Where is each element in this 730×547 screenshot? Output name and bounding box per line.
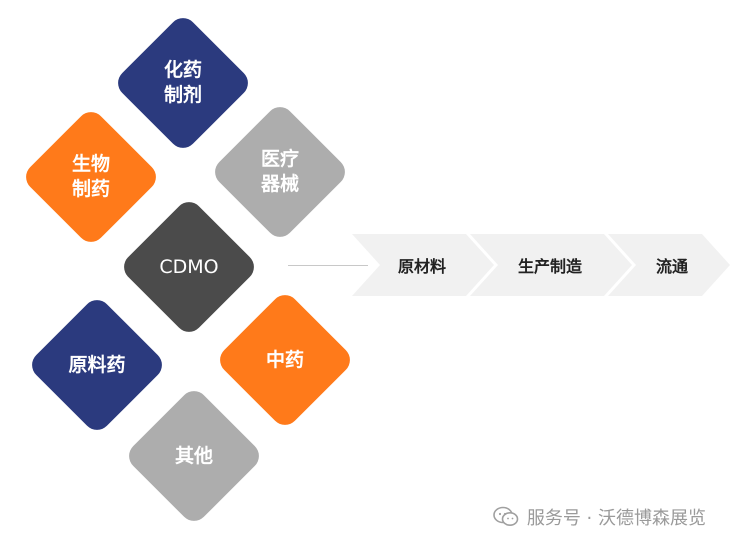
- watermark: 服务号 · 沃德博森展览: [493, 504, 706, 530]
- connector-line: [288, 265, 368, 266]
- chevron-step-1: [352, 234, 494, 296]
- chevron-step-2: [470, 234, 632, 296]
- wechat-icon: [493, 506, 519, 528]
- watermark-text: 服务号 · 沃德博森展览: [526, 508, 706, 529]
- chain-step-label: 流通: [655, 257, 689, 276]
- chain-step-label: 原材料: [397, 257, 447, 276]
- chain-step-label: 生产制造: [517, 257, 583, 276]
- chevron-step-3: [608, 234, 730, 296]
